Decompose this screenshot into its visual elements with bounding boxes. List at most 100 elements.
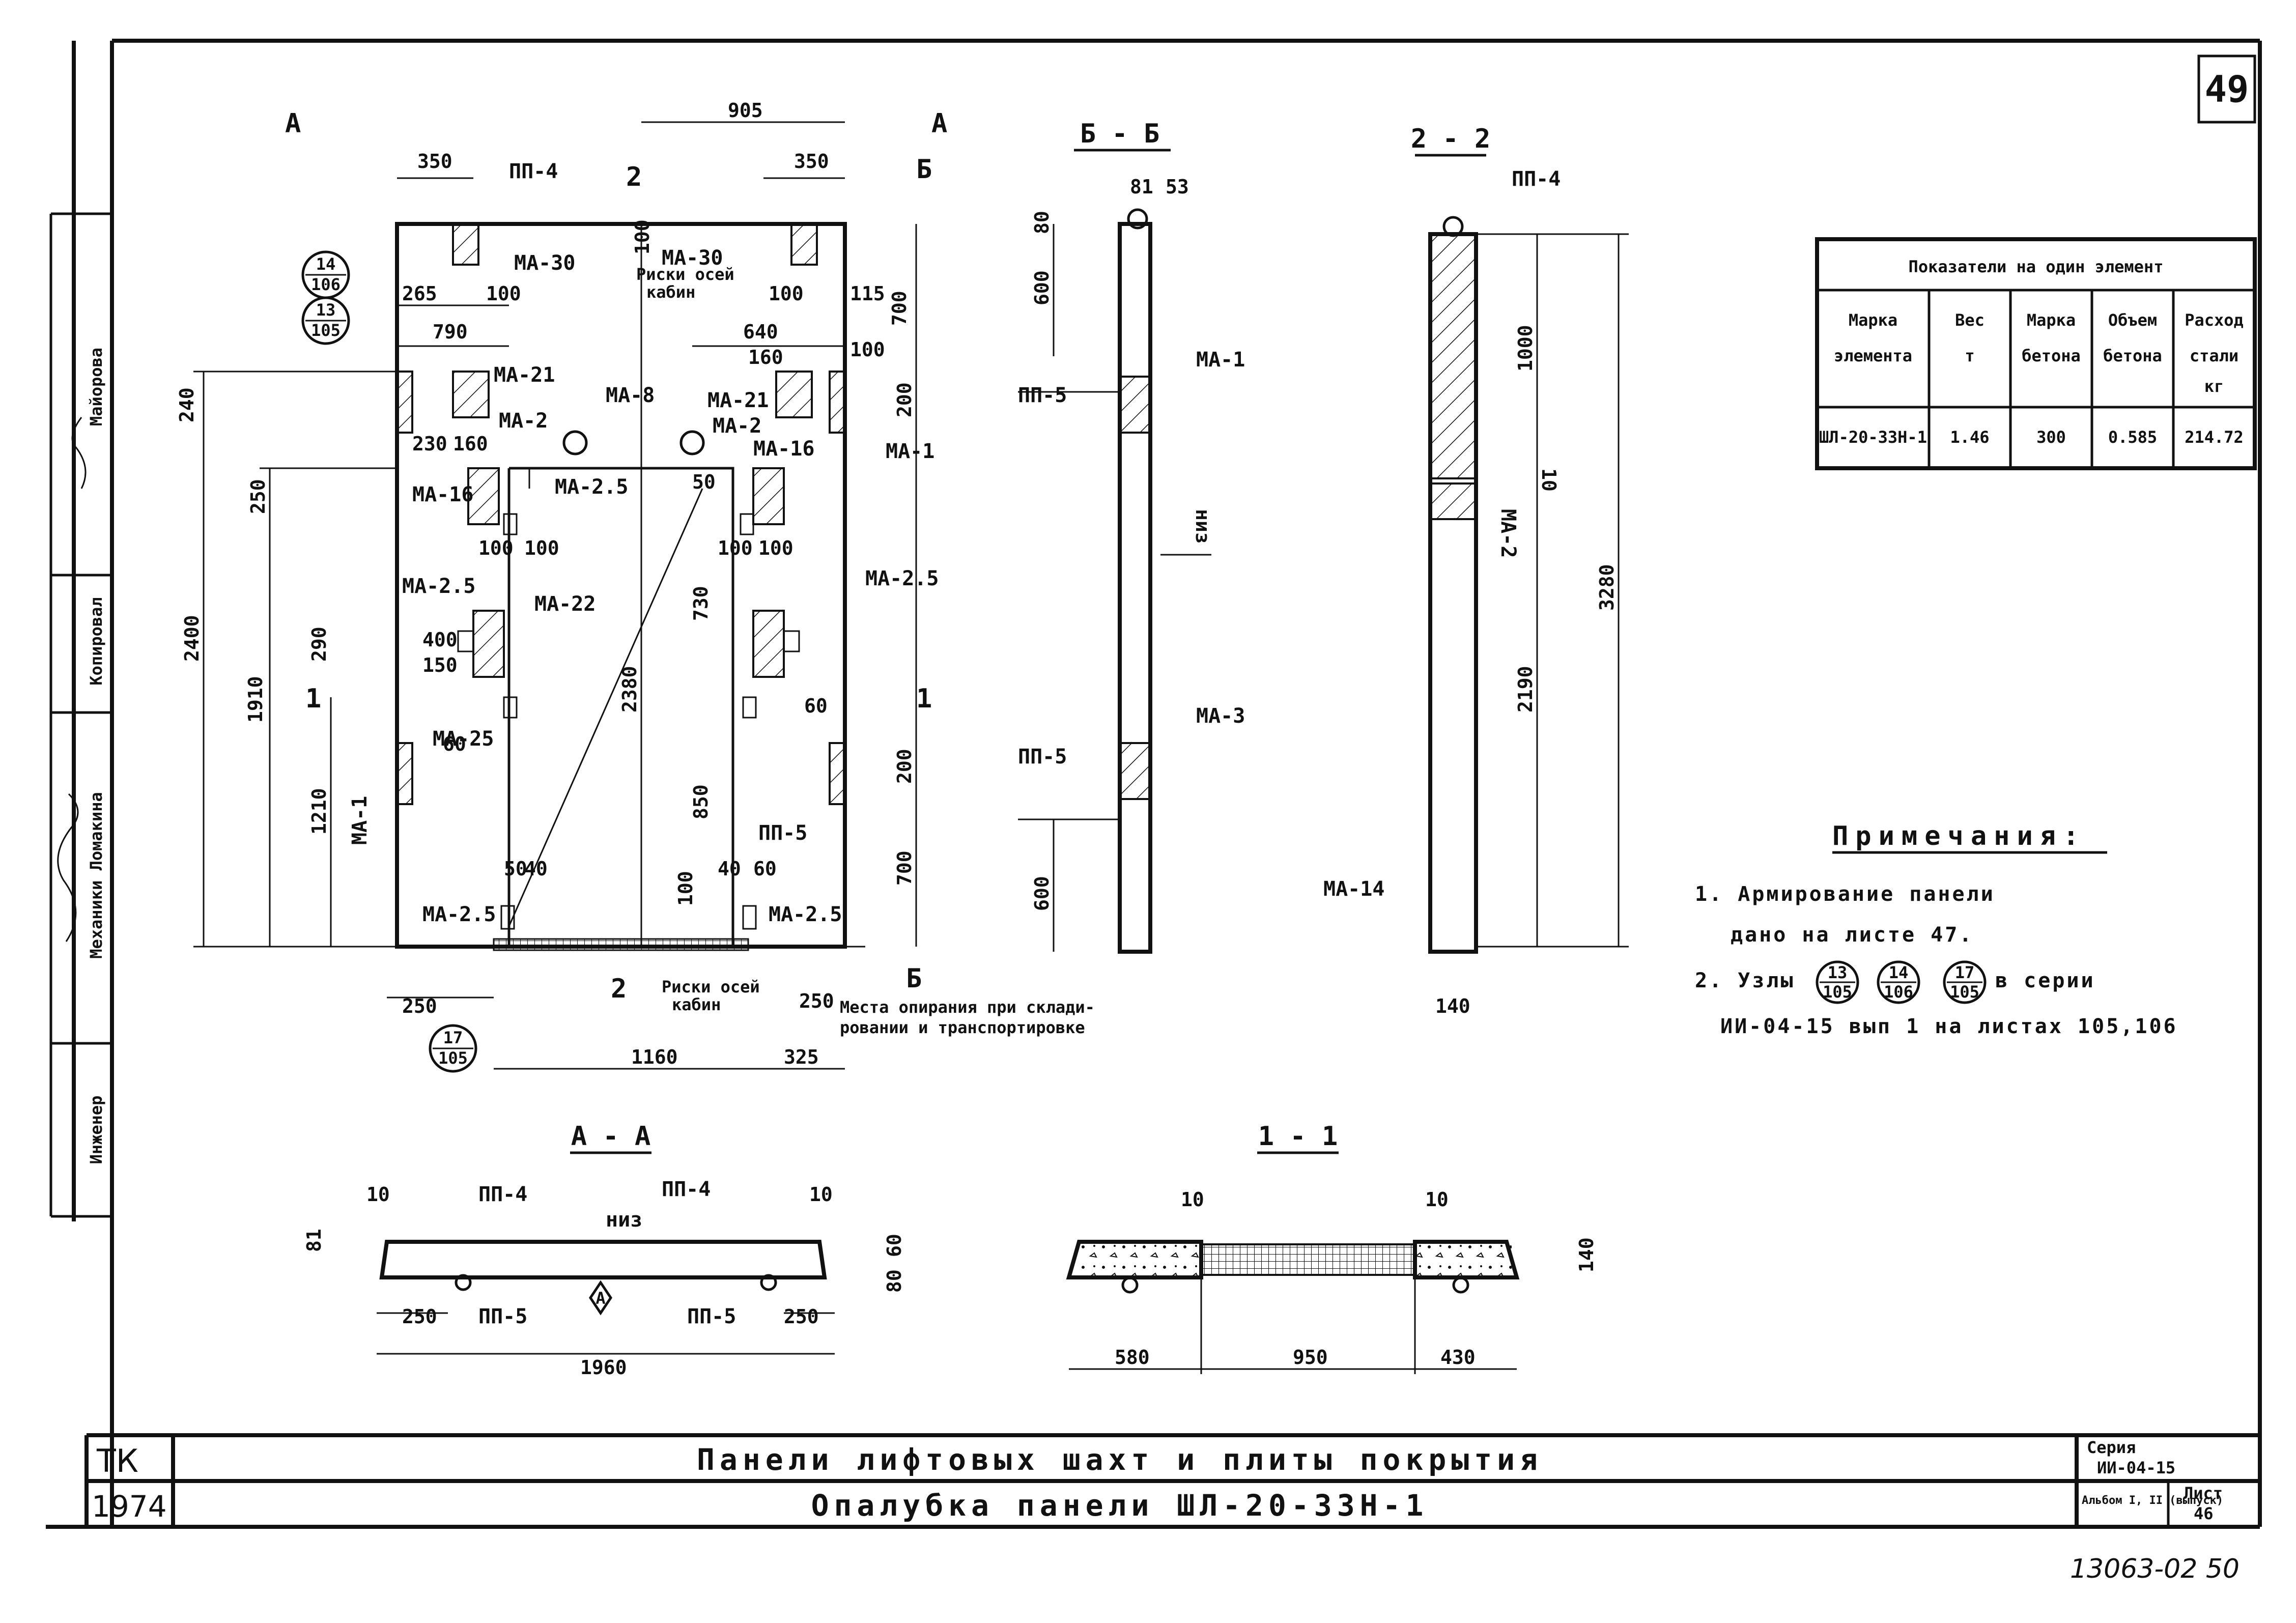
section-aa-title: А - А <box>571 1121 651 1152</box>
th-concrete-1: Марка <box>2027 310 2076 330</box>
dim-60c: 60 <box>753 858 777 880</box>
mark-ma30b: МА-30 <box>662 246 723 270</box>
dim-100h: 100 <box>718 537 753 559</box>
dim-250b: 250 <box>402 995 437 1017</box>
dim-730: 730 <box>690 586 712 621</box>
sheet-number-box: 49 <box>2197 54 2256 124</box>
panel-plan <box>193 121 917 1070</box>
svg-text:17: 17 <box>443 1028 463 1047</box>
v22-ma14: МА-14 <box>1323 877 1384 901</box>
note-1a: 1. Армирование панели <box>1695 882 1995 906</box>
aa-pp4a: ПП-4 <box>478 1183 527 1206</box>
mark-ma1b: МА-1 <box>348 796 372 845</box>
dim-700b: 700 <box>893 850 916 886</box>
note-1b: дано на листе 47. <box>1731 923 1973 947</box>
mark-ma21b: МА-21 <box>707 389 769 412</box>
mark-ma25f: МА-2.5 <box>769 903 842 926</box>
dim-2400: 2400 <box>181 615 203 662</box>
cut-1-right: 1 <box>916 684 932 714</box>
role-3: Инженер <box>87 1096 106 1164</box>
dim-350b: 350 <box>794 150 829 173</box>
stamp-org: ТК <box>96 1442 138 1479</box>
bb-dim-600b: 600 <box>1031 876 1053 911</box>
s11-dim-950: 950 <box>1293 1346 1328 1369</box>
dim-50a: 50 <box>504 858 527 880</box>
section-bb-title: Б - Б <box>1080 119 1160 149</box>
aa-dim-250b: 250 <box>784 1305 819 1328</box>
v22-pp4: ПП-4 <box>1512 167 1561 191</box>
dim-200b: 200 <box>893 749 916 784</box>
dim-350a: 350 <box>417 150 452 173</box>
note-node-17-105: 17 105 <box>1943 960 1987 1004</box>
mark-ma2b: МА-2 <box>713 414 761 438</box>
aa-pp4b: ПП-4 <box>662 1178 711 1201</box>
dim-1210: 1210 <box>308 788 330 835</box>
stamp-year: 1974 <box>92 1489 167 1524</box>
mark-ma16b: МА-16 <box>753 437 814 461</box>
aa-dim-81: 81 <box>303 1229 325 1252</box>
th-steel-1: Расход <box>2185 310 2244 330</box>
mark-ma25e: МА-2.5 <box>422 903 496 926</box>
bb-dim-81: 81 <box>1130 176 1153 198</box>
v22-dim-2190: 2190 <box>1514 666 1537 713</box>
aa-dim-60: 60 <box>883 1234 905 1257</box>
svg-text:105: 105 <box>438 1048 468 1068</box>
cut-b-bottom: Б <box>906 963 922 994</box>
s11-dim-10b: 10 <box>1425 1188 1449 1211</box>
sheet-value: 46 <box>2194 1504 2214 1523</box>
dim-400: 400 <box>422 629 458 651</box>
aa-dim-80: 80 <box>883 1269 905 1293</box>
svg-text:14: 14 <box>316 254 336 274</box>
dim-40b: 40 <box>524 858 548 880</box>
th-weight-2: т <box>1965 346 1974 365</box>
svg-text:106: 106 <box>311 275 341 294</box>
th-steel-3: кг <box>2204 377 2224 396</box>
dim-160b: 160 <box>748 346 783 368</box>
mark-ma16a: МА-16 <box>412 483 473 506</box>
dim-60b: 60 <box>804 695 828 717</box>
dim-265: 265 <box>402 282 437 305</box>
s11-dim-140: 140 <box>1575 1237 1598 1272</box>
dim-250c: 250 <box>799 990 834 1012</box>
risk-bottom-1: Риски осей <box>662 977 760 996</box>
dim-640: 640 <box>743 321 778 343</box>
cut-2-bottom: 2 <box>611 974 627 1004</box>
node-17-105: 17 105 <box>429 1024 477 1073</box>
aa-dim-10b: 10 <box>809 1183 833 1206</box>
th-mark-2: элемента <box>1834 346 1912 365</box>
dim-1160: 1160 <box>631 1046 678 1068</box>
svg-text:17: 17 <box>1955 963 1975 982</box>
dim-250a: 250 <box>247 479 269 514</box>
td-mark: ШЛ-20-33Н-1 <box>1819 428 1927 447</box>
aa-dim-10a: 10 <box>366 1183 390 1206</box>
section-11: 1 - 1 10 10 140 580 950 430 <box>1066 1121 1598 1374</box>
mark-ma2a: МА-2 <box>499 409 548 433</box>
mark-ma22: МА-22 <box>534 592 596 616</box>
svg-text:14: 14 <box>1889 963 1909 982</box>
cut-1-left: 1 <box>305 684 321 714</box>
dim-160a: 160 <box>453 433 488 455</box>
risk-top-2: кабин <box>646 282 695 302</box>
th-weight-1: Вес <box>1955 310 1985 330</box>
cut-2-top: 2 <box>626 162 642 192</box>
dim-2380: 2380 <box>618 666 641 713</box>
note-2b: в серии <box>1995 969 2095 992</box>
sheet-frame <box>46 39 2262 1529</box>
role-labels: Майорова Копировал Механики Ломакина Инж… <box>49 212 112 1218</box>
dim-100b: 100 <box>769 282 804 305</box>
mark-ma8: МА-8 <box>606 384 655 407</box>
dim-850: 850 <box>690 784 712 819</box>
bb-dim-80: 80 <box>1031 211 1053 234</box>
v22-dim-3280: 3280 <box>1596 564 1618 611</box>
dim-100e: 100 <box>758 537 793 559</box>
th-volume-1: Объем <box>2108 310 2157 330</box>
sheet-number: 49 <box>2205 68 2249 110</box>
release-label: Альбом I, II (выпуск) <box>2082 1494 2223 1507</box>
s11-dim-430: 430 <box>1440 1346 1476 1369</box>
indicators-table: Показатели на один элемент Марка элемент… <box>1815 237 2257 470</box>
series-value: ИИ-04-15 <box>2097 1458 2175 1477</box>
dim-240: 240 <box>176 387 198 422</box>
risk-top-1: Риски осей <box>636 265 734 284</box>
risk-bottom-2: кабин <box>672 995 721 1014</box>
